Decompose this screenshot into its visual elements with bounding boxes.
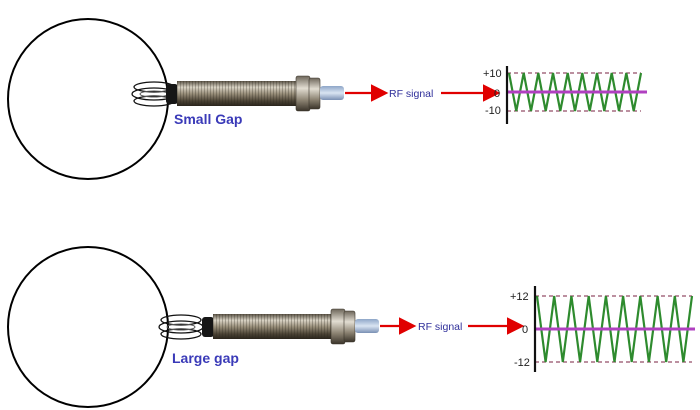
rf-waveform <box>535 295 694 363</box>
sensor-cable <box>320 86 344 100</box>
proximity-sensor <box>166 75 344 112</box>
signal-scope: +12 0 -12 <box>510 286 695 372</box>
sensor-nut <box>330 308 346 345</box>
scope-tick-top: +10 <box>483 68 502 80</box>
proximity-sensor <box>202 308 379 345</box>
rf-signal-label: RF signal <box>389 88 433 100</box>
gap-label: Small Gap <box>174 111 242 127</box>
gap-label: Large gap <box>172 350 239 366</box>
sensor-face <box>202 317 214 337</box>
scope-tick-zero: 0 <box>494 88 500 100</box>
sensor-face <box>166 84 178 104</box>
target-disk <box>7 246 169 408</box>
scope-tick-top: +12 <box>510 291 529 303</box>
panel-large-gap: RF signal Large gap +12 0 -12 <box>7 246 695 408</box>
magnetic-field-coils <box>158 314 204 340</box>
rf-waveform <box>507 72 643 112</box>
scope-tick-bottom: -12 <box>514 357 530 369</box>
sensor-nut <box>295 75 311 112</box>
scope-tick-bottom: -10 <box>485 105 501 117</box>
panel-small-gap: RF signal Small Gap +10 0 -10 <box>7 18 647 180</box>
sensor-cable <box>355 319 379 333</box>
scope-tick-zero: 0 <box>522 324 528 336</box>
signal-scope: +10 0 -10 <box>483 66 647 124</box>
rf-signal-label: RF signal <box>418 321 462 333</box>
